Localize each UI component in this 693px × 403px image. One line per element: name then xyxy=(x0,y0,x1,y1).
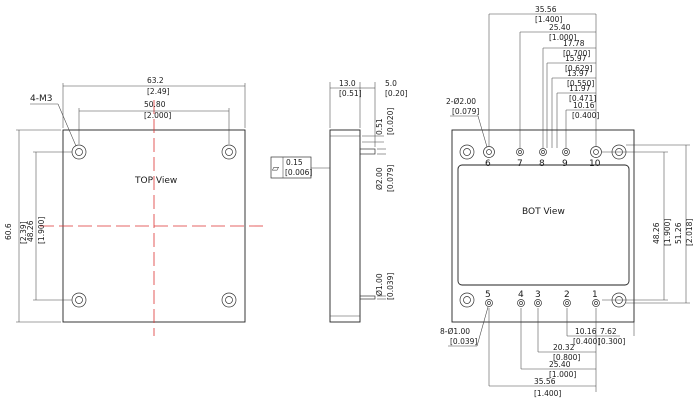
right-dim-1-in: [1.900] xyxy=(663,219,672,246)
pin-3 xyxy=(534,299,542,307)
pin-label-1: 1 xyxy=(592,290,598,300)
top-dim-7-mm: 10.16 xyxy=(573,101,595,110)
pin-label-3: 3 xyxy=(535,290,541,300)
pin2-dia-in: [0.039] xyxy=(386,273,395,300)
pin-label-8: 8 xyxy=(539,159,545,169)
top-dim-1-mm: 35.56 xyxy=(535,5,557,14)
bottom-dim-4-mm: 25.40 xyxy=(549,360,571,369)
pin-1 xyxy=(592,299,600,307)
large-pin-callout-leader xyxy=(477,115,488,148)
pin-2 xyxy=(563,299,571,307)
flatness-symbol: ▱ xyxy=(272,164,279,174)
top-dim-4-mm: 15.97 xyxy=(565,54,587,63)
top-dim-5-in: [0.550] xyxy=(567,79,594,88)
side-view-body xyxy=(329,129,361,323)
bottom-dim-2-mm: 7.62 xyxy=(600,327,617,336)
bot-mounting-hole-tl xyxy=(459,144,475,160)
pin-dia-in: [0.079] xyxy=(386,165,395,192)
pin-4 xyxy=(517,299,525,307)
top-dim-3-in: [0.700] xyxy=(563,49,590,58)
pin-label-7: 7 xyxy=(517,159,523,169)
flatness-mm: 0.15 xyxy=(286,158,303,167)
bottom-dim-5-mm: 35.56 xyxy=(534,377,556,386)
standoff-mm: 0.51 xyxy=(375,118,384,135)
top-dim-3-mm: 17.78 xyxy=(563,39,585,48)
top-view: TOP View 4-M3 63.2 [2.49] 50.80 [2.000] … xyxy=(4,76,268,336)
right-dim-1-mm: 48.26 xyxy=(652,222,661,244)
pin-label-4: 4 xyxy=(518,290,524,300)
bot-view-inner-label-area xyxy=(457,164,630,286)
pin-length-in: [0.20] xyxy=(385,89,408,98)
pin-dia-mm: Ø2.00 xyxy=(375,167,384,190)
pin-10 xyxy=(590,146,602,158)
flatness-frame xyxy=(270,156,312,179)
depth-in: [0.51] xyxy=(339,89,362,98)
depth-mm: 13.0 xyxy=(339,79,356,88)
pin-5 xyxy=(485,299,493,307)
top-dim-4-in: [0.629] xyxy=(565,64,592,73)
pin-label-9: 9 xyxy=(562,159,568,169)
mounting-hole-bl xyxy=(71,292,87,308)
width-in: [2.49] xyxy=(147,87,170,96)
bot-mounting-hole-bl xyxy=(459,292,475,308)
hole-vspacing-mm: 48.26 xyxy=(26,220,35,242)
small-pin-callout: 8-Ø1.00 xyxy=(440,327,470,336)
height-mm: 60.6 xyxy=(4,223,13,240)
bottom-dim-3-mm: 20.32 xyxy=(553,343,575,352)
hole-vspacing-in: [1.900] xyxy=(37,217,46,244)
bot-view-label: BOT View xyxy=(522,207,565,217)
pin2-dia-mm: Ø1.00 xyxy=(375,273,384,296)
mounting-hole-tr xyxy=(221,144,237,160)
bottom-dim-2-in: [0.300] xyxy=(598,337,625,346)
bottom-dim-5-in: [1.400] xyxy=(534,389,561,398)
pin-9 xyxy=(562,148,570,156)
side-pin-large xyxy=(359,148,376,155)
bottom-dim-1-mm: 10.16 xyxy=(575,327,597,336)
top-dim-6-mm: 11.97 xyxy=(569,84,591,93)
top-dim-2-in: [1.000] xyxy=(549,33,576,42)
flatness-in: [0.006] xyxy=(285,168,312,177)
top-view-label: TOP View xyxy=(134,176,177,186)
hole-spacing-mm: 50.80 xyxy=(144,100,166,109)
pin-length-mm: 5.0 xyxy=(385,79,397,88)
small-pin-callout-leader xyxy=(476,306,489,347)
top-dim-6-in: [0.471] xyxy=(569,94,596,103)
mounting-hole-tl xyxy=(71,144,87,160)
pin-6 xyxy=(483,146,495,158)
height-in: [2.39] xyxy=(19,221,28,244)
top-dim-1-in: [1.400] xyxy=(535,15,562,24)
width-mm: 63.2 xyxy=(147,76,164,85)
right-dim-2-mm: 51.26 xyxy=(674,222,683,244)
hole-spacing-in: [2.000] xyxy=(144,111,171,120)
top-dim-5-mm: 13.97 xyxy=(567,69,589,78)
right-dim-2-in: [2.018] xyxy=(685,219,693,246)
side-view: 13.0 [0.51] 5.0 [0.20] 0.51 [0.020] Ø2.0… xyxy=(270,79,408,323)
pin-7 xyxy=(516,148,524,156)
bottom-dim-3-in: [0.800] xyxy=(553,353,580,362)
small-pin-callout-in: [0.039] xyxy=(450,337,477,346)
hole-callout: 4-M3 xyxy=(30,94,52,104)
pin-label-2: 2 xyxy=(564,290,570,300)
bot-view: BOT View 6 7 8 9 10 5 4 3 2 1 2-Ø2.00 [0… xyxy=(440,5,693,398)
bottom-dim-4-in: [1.000] xyxy=(549,370,576,379)
large-pin-callout-in: [0.079] xyxy=(452,107,479,116)
bottom-dim-1-in: [0.400] xyxy=(573,337,600,346)
top-dim-2-mm: 25.40 xyxy=(549,23,571,32)
mounting-hole-br xyxy=(221,292,237,308)
side-pin-small xyxy=(359,295,376,300)
pin-label-10: 10 xyxy=(589,159,601,169)
top-dim-7-in: [0.400] xyxy=(572,111,599,120)
pin-8 xyxy=(539,148,547,156)
pin-label-5: 5 xyxy=(485,290,491,300)
large-pin-callout: 2-Ø2.00 xyxy=(446,97,476,106)
pin-label-6: 6 xyxy=(485,159,491,169)
standoff-in: [0.020] xyxy=(386,108,395,135)
